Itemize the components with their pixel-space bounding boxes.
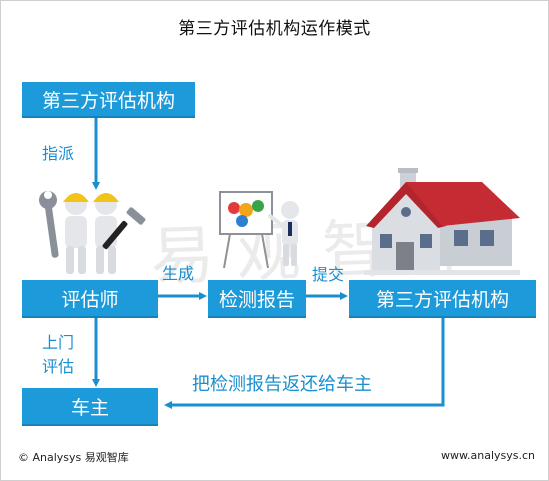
label-return: 把检测报告返还给车主: [192, 374, 372, 395]
workers-illustration-icon: [39, 191, 146, 274]
agency-top-box: 第三方评估机构: [22, 82, 195, 118]
report-box: 检测报告: [208, 280, 306, 318]
copyright-text: © Analysys 易观智库: [18, 451, 129, 464]
label-submit: 提交: [312, 265, 345, 284]
appraiser-box: 评估师: [22, 280, 158, 318]
arrow-return: [164, 316, 445, 409]
house-illustration-icon: [364, 168, 520, 275]
label-assign: 指派: [42, 144, 75, 163]
diagram-title: 第三方评估机构运作模式: [178, 19, 371, 39]
owner-box: 车主: [22, 388, 158, 426]
agency-right-box: 第三方评估机构: [349, 280, 536, 318]
label-visit-line1: 上门: [42, 333, 75, 352]
presenter-board-illustration-icon: [219, 191, 299, 269]
website-link[interactable]: www.analysys.cn: [441, 449, 535, 462]
label-visit-line2: 评估: [42, 357, 75, 376]
label-generate: 生成: [162, 264, 195, 283]
